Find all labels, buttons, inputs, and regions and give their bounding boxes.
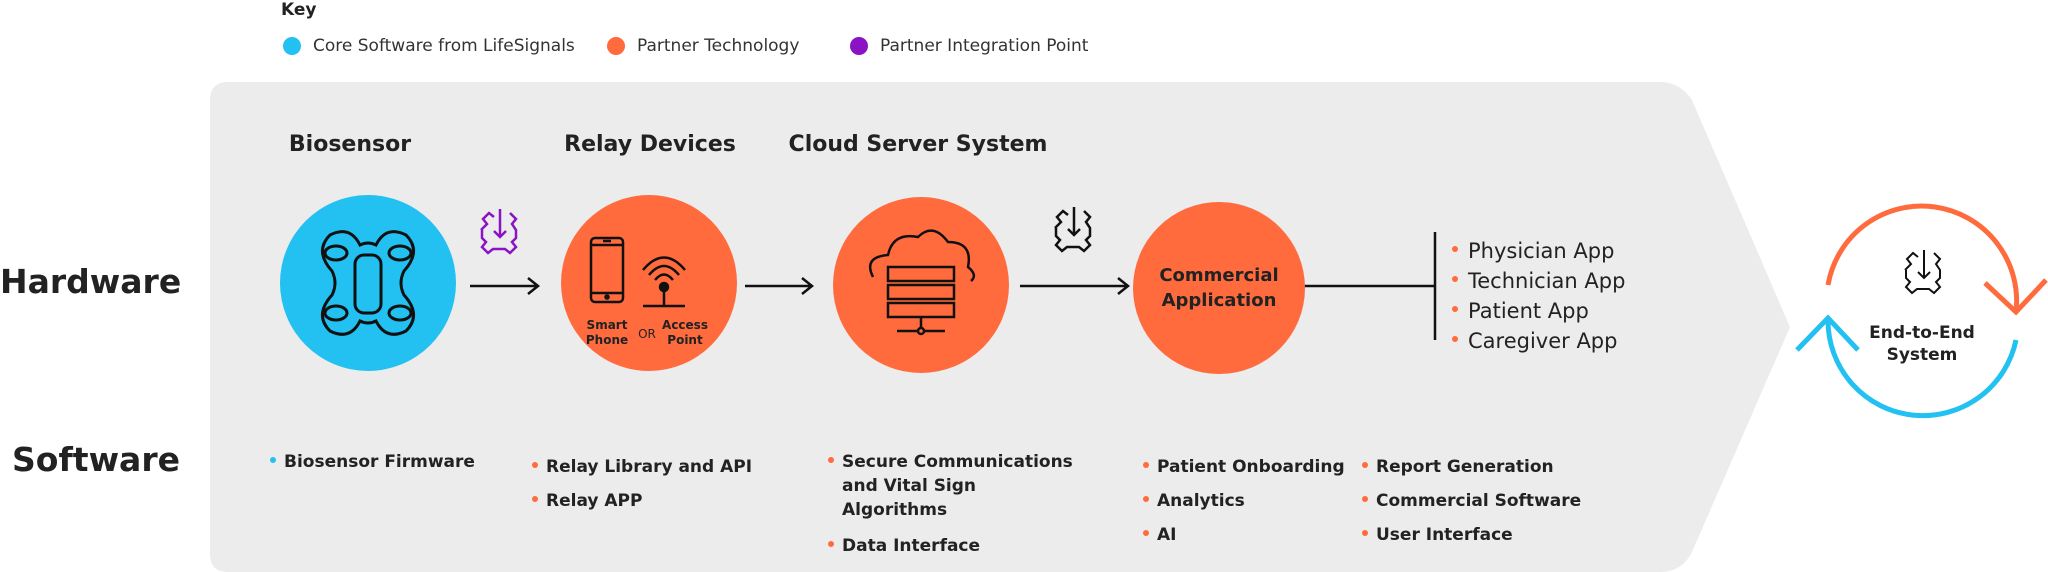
biosensor-circle: [280, 195, 456, 371]
cyan-dot-icon: [283, 37, 301, 55]
bullet-icon: [1452, 246, 1458, 252]
purple-dot-icon: [850, 37, 868, 55]
cycle-icon: [1795, 203, 2048, 419]
row-label-hardware: Hardware: [0, 262, 182, 301]
software-label: Relay APP: [546, 491, 643, 511]
bullet-icon: [1143, 530, 1149, 536]
software-item: Relay APP: [532, 484, 752, 518]
bullet-icon: [1362, 496, 1368, 502]
access-point-icon: [642, 256, 686, 308]
app-label: Technician App: [1468, 269, 1626, 293]
software-biosensor: Biosensor Firmware: [270, 450, 475, 474]
software-cloud: Secure Communications and Vital Sign Alg…: [828, 450, 1078, 558]
bullet-icon: [828, 541, 834, 547]
commercial-application-circle: Commercial Application: [1133, 202, 1305, 374]
legend-label: Partner Integration Point: [880, 36, 1089, 56]
software-label: Patient Onboarding: [1157, 457, 1345, 477]
biosensor-device-icon: [321, 230, 415, 336]
app-item: Patient App: [1452, 296, 1625, 326]
app-label: Caregiver App: [1468, 329, 1618, 353]
software-item: Data Interface: [828, 534, 1078, 558]
row-label-software: Software: [12, 440, 180, 479]
software-item: Secure Communications and Vital Sign Alg…: [828, 450, 1078, 522]
software-item: Relay Library and API: [532, 450, 752, 484]
software-label: User Interface: [1376, 525, 1513, 545]
cloud-server-icon: [868, 229, 976, 336]
integration-gear-icon: [1054, 207, 1092, 253]
app-item: Caregiver App: [1452, 326, 1625, 356]
legend-core: Core Software from LifeSignals: [283, 36, 575, 56]
software-relay: Relay Library and API Relay APP: [532, 450, 752, 518]
software-label: AI: [1157, 525, 1177, 545]
software-label: Analytics: [1157, 491, 1245, 511]
legend-integration: Partner Integration Point: [850, 36, 1088, 56]
integration-gear-icon: [480, 209, 518, 255]
software-item: Commercial Software: [1362, 484, 1581, 518]
bullet-icon: [1452, 276, 1458, 282]
bullet-icon: [1452, 306, 1458, 312]
relay-circle: Smart Phone OR Access Point: [561, 195, 737, 371]
cloud-server-circle: [833, 197, 1009, 373]
orange-dot-icon: [607, 37, 625, 55]
software-label: Report Generation: [1376, 457, 1554, 477]
commercial-application-label: Commercial Application: [1159, 265, 1279, 311]
software-item: Biosensor Firmware: [270, 450, 475, 474]
bullet-icon: [270, 457, 276, 463]
app-label: Physician App: [1468, 239, 1615, 263]
bullet-icon: [1452, 336, 1458, 342]
gear-icon: [1904, 250, 1942, 295]
software-label: Data Interface: [842, 536, 981, 556]
software-item: AI: [1143, 518, 1345, 552]
bullet-icon: [1362, 530, 1368, 536]
software-commercial-a: Patient Onboarding Analytics AI: [1143, 450, 1345, 552]
end-to-end-label: End-to-End System: [1869, 323, 1975, 365]
bullet-icon: [828, 457, 834, 463]
software-label: Relay Library and API: [546, 457, 753, 477]
legend-label: Partner Technology: [637, 36, 800, 56]
software-label: Commercial Software: [1376, 491, 1582, 511]
or-label: OR: [638, 327, 656, 341]
software-item: Analytics: [1143, 484, 1345, 518]
legend-partner: Partner Technology: [607, 36, 799, 56]
bullet-icon: [1143, 496, 1149, 502]
software-label: Secure Communications and Vital Sign Alg…: [842, 452, 1073, 520]
software-item: Patient Onboarding: [1143, 450, 1345, 484]
bullet-icon: [1143, 462, 1149, 468]
stage-relay: Relay Devices: [564, 132, 736, 157]
software-label: Biosensor Firmware: [284, 452, 475, 472]
bullet-icon: [1362, 462, 1368, 468]
app-list: Physician App Technician App Patient App…: [1452, 236, 1625, 356]
app-item: Technician App: [1452, 266, 1625, 296]
stage-biosensor: Biosensor: [288, 132, 412, 157]
smart-phone-label: Smart Phone: [585, 318, 629, 347]
stage-cloud: Cloud Server System: [788, 132, 1048, 157]
software-commercial-b: Report Generation Commercial Software Us…: [1362, 450, 1581, 552]
arrow-icon: [470, 232, 1437, 340]
key-title: Key: [281, 0, 317, 20]
software-item: User Interface: [1362, 518, 1581, 552]
legend-label: Core Software from LifeSignals: [313, 36, 575, 56]
app-label: Patient App: [1468, 299, 1589, 323]
smartphone-icon: [589, 236, 625, 304]
software-item: Report Generation: [1362, 450, 1581, 484]
bullet-icon: [532, 462, 538, 468]
access-point-label: Access Point: [662, 318, 708, 347]
bullet-icon: [532, 496, 538, 502]
app-item: Physician App: [1452, 236, 1625, 266]
